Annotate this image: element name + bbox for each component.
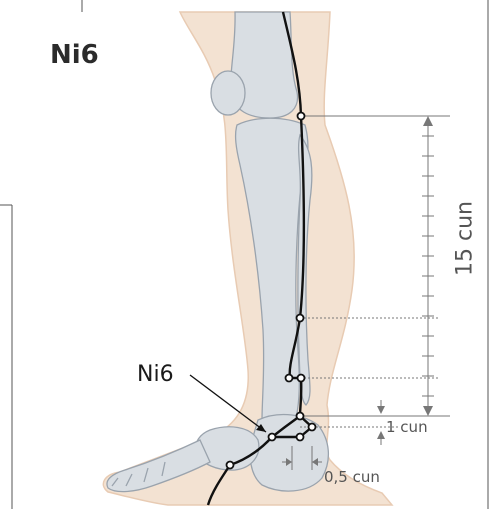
one-cun-label: 1 cun xyxy=(386,418,428,436)
point-ni6 xyxy=(269,434,276,441)
ni6-callout-label: Ni6 xyxy=(137,362,174,387)
point-ni3 xyxy=(309,424,316,431)
point-knee xyxy=(298,113,305,120)
point-shin xyxy=(297,315,304,322)
point-malleolus xyxy=(297,413,304,420)
point-ankle-right xyxy=(298,375,305,382)
point-ni5 xyxy=(297,434,304,441)
diagram-title: Ni6 xyxy=(50,40,99,70)
point-ankle-left xyxy=(286,375,293,382)
shin-length-label: 15 cun xyxy=(453,194,478,284)
patella-bone xyxy=(211,71,245,115)
half-cun-label: 0,5 cun xyxy=(324,468,380,486)
point-foot xyxy=(227,462,234,469)
